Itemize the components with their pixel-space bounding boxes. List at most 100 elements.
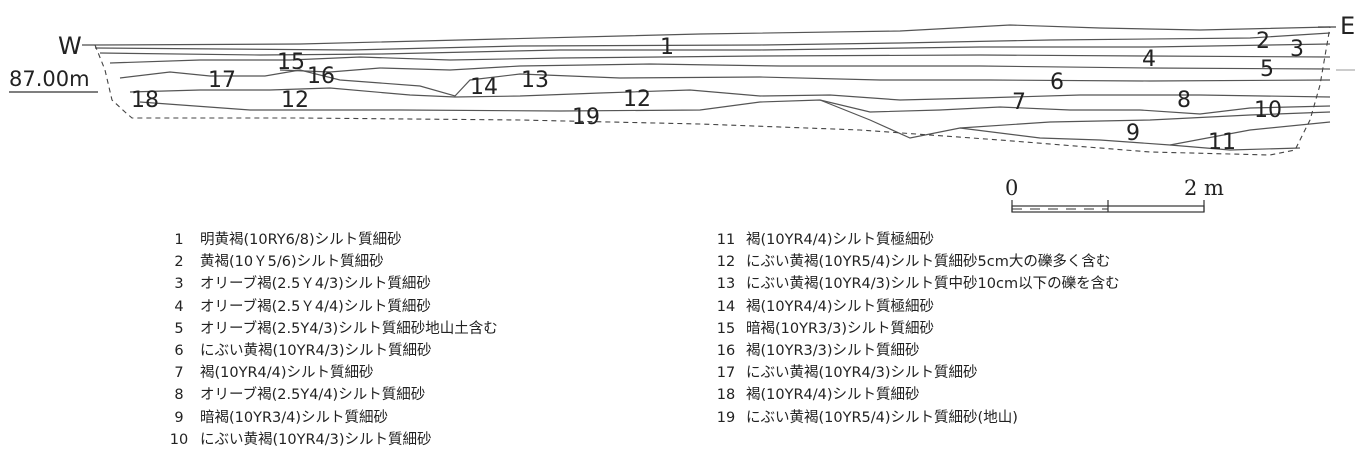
legend-item: 4 オリーブ褐(2.5Ｙ4/4)シルト質細砂 [158,296,498,318]
boundary-line [94,32,1331,51]
stratigraphic-section: W E 87.00m 1 2 3 4 5 6 7 8 9 10 11 12 12… [9,12,1355,213]
legend-text: オリーブ褐(2.5Ｙ4/4)シルト質細砂 [200,298,431,315]
legend-item: 15 暗褐(10YR3/3)シルト質細砂 [706,318,1120,340]
scale-bar-start-label: 0 [1005,176,1018,200]
legend-item: 8 オリーブ褐(2.5Y4/4)シルト質細砂 [158,384,498,406]
legend-number: 17 [716,365,736,382]
legend-number: 6 [174,343,184,360]
layer-label: 13 [521,68,549,93]
legend-text: オリーブ褐(2.5Y4/3)シルト質細砂地山土含む [200,320,498,337]
legend-number: 3 [174,276,184,293]
legend-number: 2 [174,254,184,271]
legend-item: 6 にぶい黄褐(10YR4/3)シルト質細砂 [158,340,498,362]
legend-item: 17 にぶい黄褐(10YR4/3)シルト質細砂 [706,362,1120,384]
legend-number: 5 [174,320,184,337]
scale-bar-end-label: 2 m [1184,176,1224,200]
east-label: E [1340,12,1355,40]
scale-bar: 0 2 m [1005,176,1224,213]
boundary-line [99,43,1331,56]
legend-number: 14 [716,298,736,315]
legend-item: 3 オリーブ褐(2.5Ｙ4/3)シルト質細砂 [158,273,498,295]
boundary-line [279,63,1331,73]
layer-label: 16 [307,64,335,89]
legend-text: にぶい黄褐(10YR4/3)シルト質細砂 [200,343,432,360]
legend-number: 10 [169,431,189,448]
layer-label: 11 [1208,130,1236,155]
layer-label: 15 [277,50,305,75]
layer-label: 12 [623,87,651,112]
layer-label: 7 [1012,90,1026,115]
legend-text: 褐(10YR3/3)シルト質細砂 [746,343,920,360]
legend-text: 褐(10YR4/4)シルト質極細砂 [746,298,935,315]
legend-text: にぶい黄褐(10YR4/3)シルト質中砂10cm以下の礫を含む [746,276,1120,293]
layer-label: 19 [572,105,600,130]
layer-label: 3 [1290,37,1304,62]
legend-text: 黄褐(10Ｙ5/6)シルト質細砂 [200,254,384,271]
reference-level-label: 87.00m [9,67,90,91]
legend-item: 11 褐(10YR4/4)シルト質極細砂 [706,229,1120,251]
legend-text: 褐(10YR4/4)シルト質細砂 [746,387,920,404]
legend-number: 4 [174,298,184,315]
legend-text: 明黄褐(10RY6/8)シルト質細砂 [200,232,402,248]
legend-number: 8 [174,387,184,404]
layer-label: 10 [1254,98,1282,123]
boundary-line [119,69,1331,97]
legend-item: 2 黄褐(10Ｙ5/6)シルト質細砂 [158,251,498,273]
legend-number: 12 [716,254,736,271]
legend-text: にぶい黄褐(10YR5/4)シルト質細砂(地山) [746,409,1018,426]
boundary-line [959,121,1331,146]
legend-text: オリーブ褐(2.5Ｙ4/3)シルト質細砂 [200,276,431,293]
legend-number: 16 [716,343,736,360]
layer-label: 6 [1050,70,1064,95]
legend-item: 18 褐(10YR4/4)シルト質細砂 [706,384,1120,406]
legend-list-right: 11 褐(10YR4/4)シルト質極細砂 12 にぶい黄褐(10YR5/4)シルト質… [706,229,1120,429]
legend-text: にぶい黄褐(10YR4/3)シルト質細砂 [746,365,978,382]
legend-text: 暗褐(10YR3/3)シルト質細砂 [746,320,935,337]
boundary-line [129,87,1331,101]
layer-boundaries [94,24,1331,151]
legend-number: 1 [174,232,184,248]
layer-label: 18 [131,88,159,113]
layer-label: 2 [1256,29,1270,54]
legend-text: にぶい黄褐(10YR4/3)シルト質細砂 [200,431,432,448]
legend-item: 1 明黄褐(10RY6/8)シルト質細砂 [158,229,498,251]
layer-label: 12 [281,88,309,113]
boundary-line [139,99,1331,115]
legend-number: 11 [716,232,736,248]
legend-number: 19 [716,409,736,426]
legend-text: 褐(10YR4/4)シルト質細砂 [200,365,374,382]
layer-label: 8 [1177,88,1191,113]
layer-label: 5 [1260,57,1274,82]
layer-labels: 1 2 3 4 5 6 7 8 9 10 11 12 12 13 14 15 1… [131,29,1304,155]
legend-item: 12 にぶい黄褐(10YR5/4)シルト質細砂5cm大の礫多く含む [706,251,1120,273]
legend-number: 18 [716,387,736,404]
legend-item: 9 暗褐(10YR3/4)シルト質細砂 [158,407,498,429]
layer-label: 4 [1142,47,1156,72]
layer-label: 9 [1126,121,1140,146]
west-label: W [58,32,82,60]
legend-number: 7 [174,365,184,382]
boundary-line [109,54,1331,64]
legend-item: 16 褐(10YR3/3)シルト質細砂 [706,340,1120,362]
layer-label: 1 [660,35,674,60]
legend-text: 暗褐(10YR3/4)シルト質細砂 [200,409,389,426]
legend-text: オリーブ褐(2.5Y4/4)シルト質細砂 [200,387,426,404]
legend-item: 7 褐(10YR4/4)シルト質細砂 [158,362,498,384]
layer-label: 17 [208,68,236,93]
ground-surface-line [94,24,1331,46]
legend-item: 10 にぶい黄褐(10YR4/3)シルト質細砂 [158,429,498,451]
legend-item: 13 にぶい黄褐(10YR4/3)シルト質中砂10cm以下の礫を含む [706,273,1120,295]
excavation-outline [94,26,1331,156]
legend-number: 15 [716,320,736,337]
legend-text: 褐(10YR4/4)シルト質極細砂 [746,232,935,248]
boundary-line [1169,144,1301,151]
legend-item: 5 オリーブ褐(2.5Y4/3)シルト質細砂地山土含む [158,318,498,340]
legend-item: 14 褐(10YR4/4)シルト質極細砂 [706,296,1120,318]
legend-item: 19 にぶい黄褐(10YR5/4)シルト質細砂(地山) [706,407,1120,429]
layer-label: 14 [470,75,498,100]
legend-text: にぶい黄褐(10YR5/4)シルト質細砂5cm大の礫多く含む [746,254,1111,271]
boundary-line [819,99,1331,139]
legend-number: 13 [716,276,736,293]
legend-number: 9 [174,409,184,426]
